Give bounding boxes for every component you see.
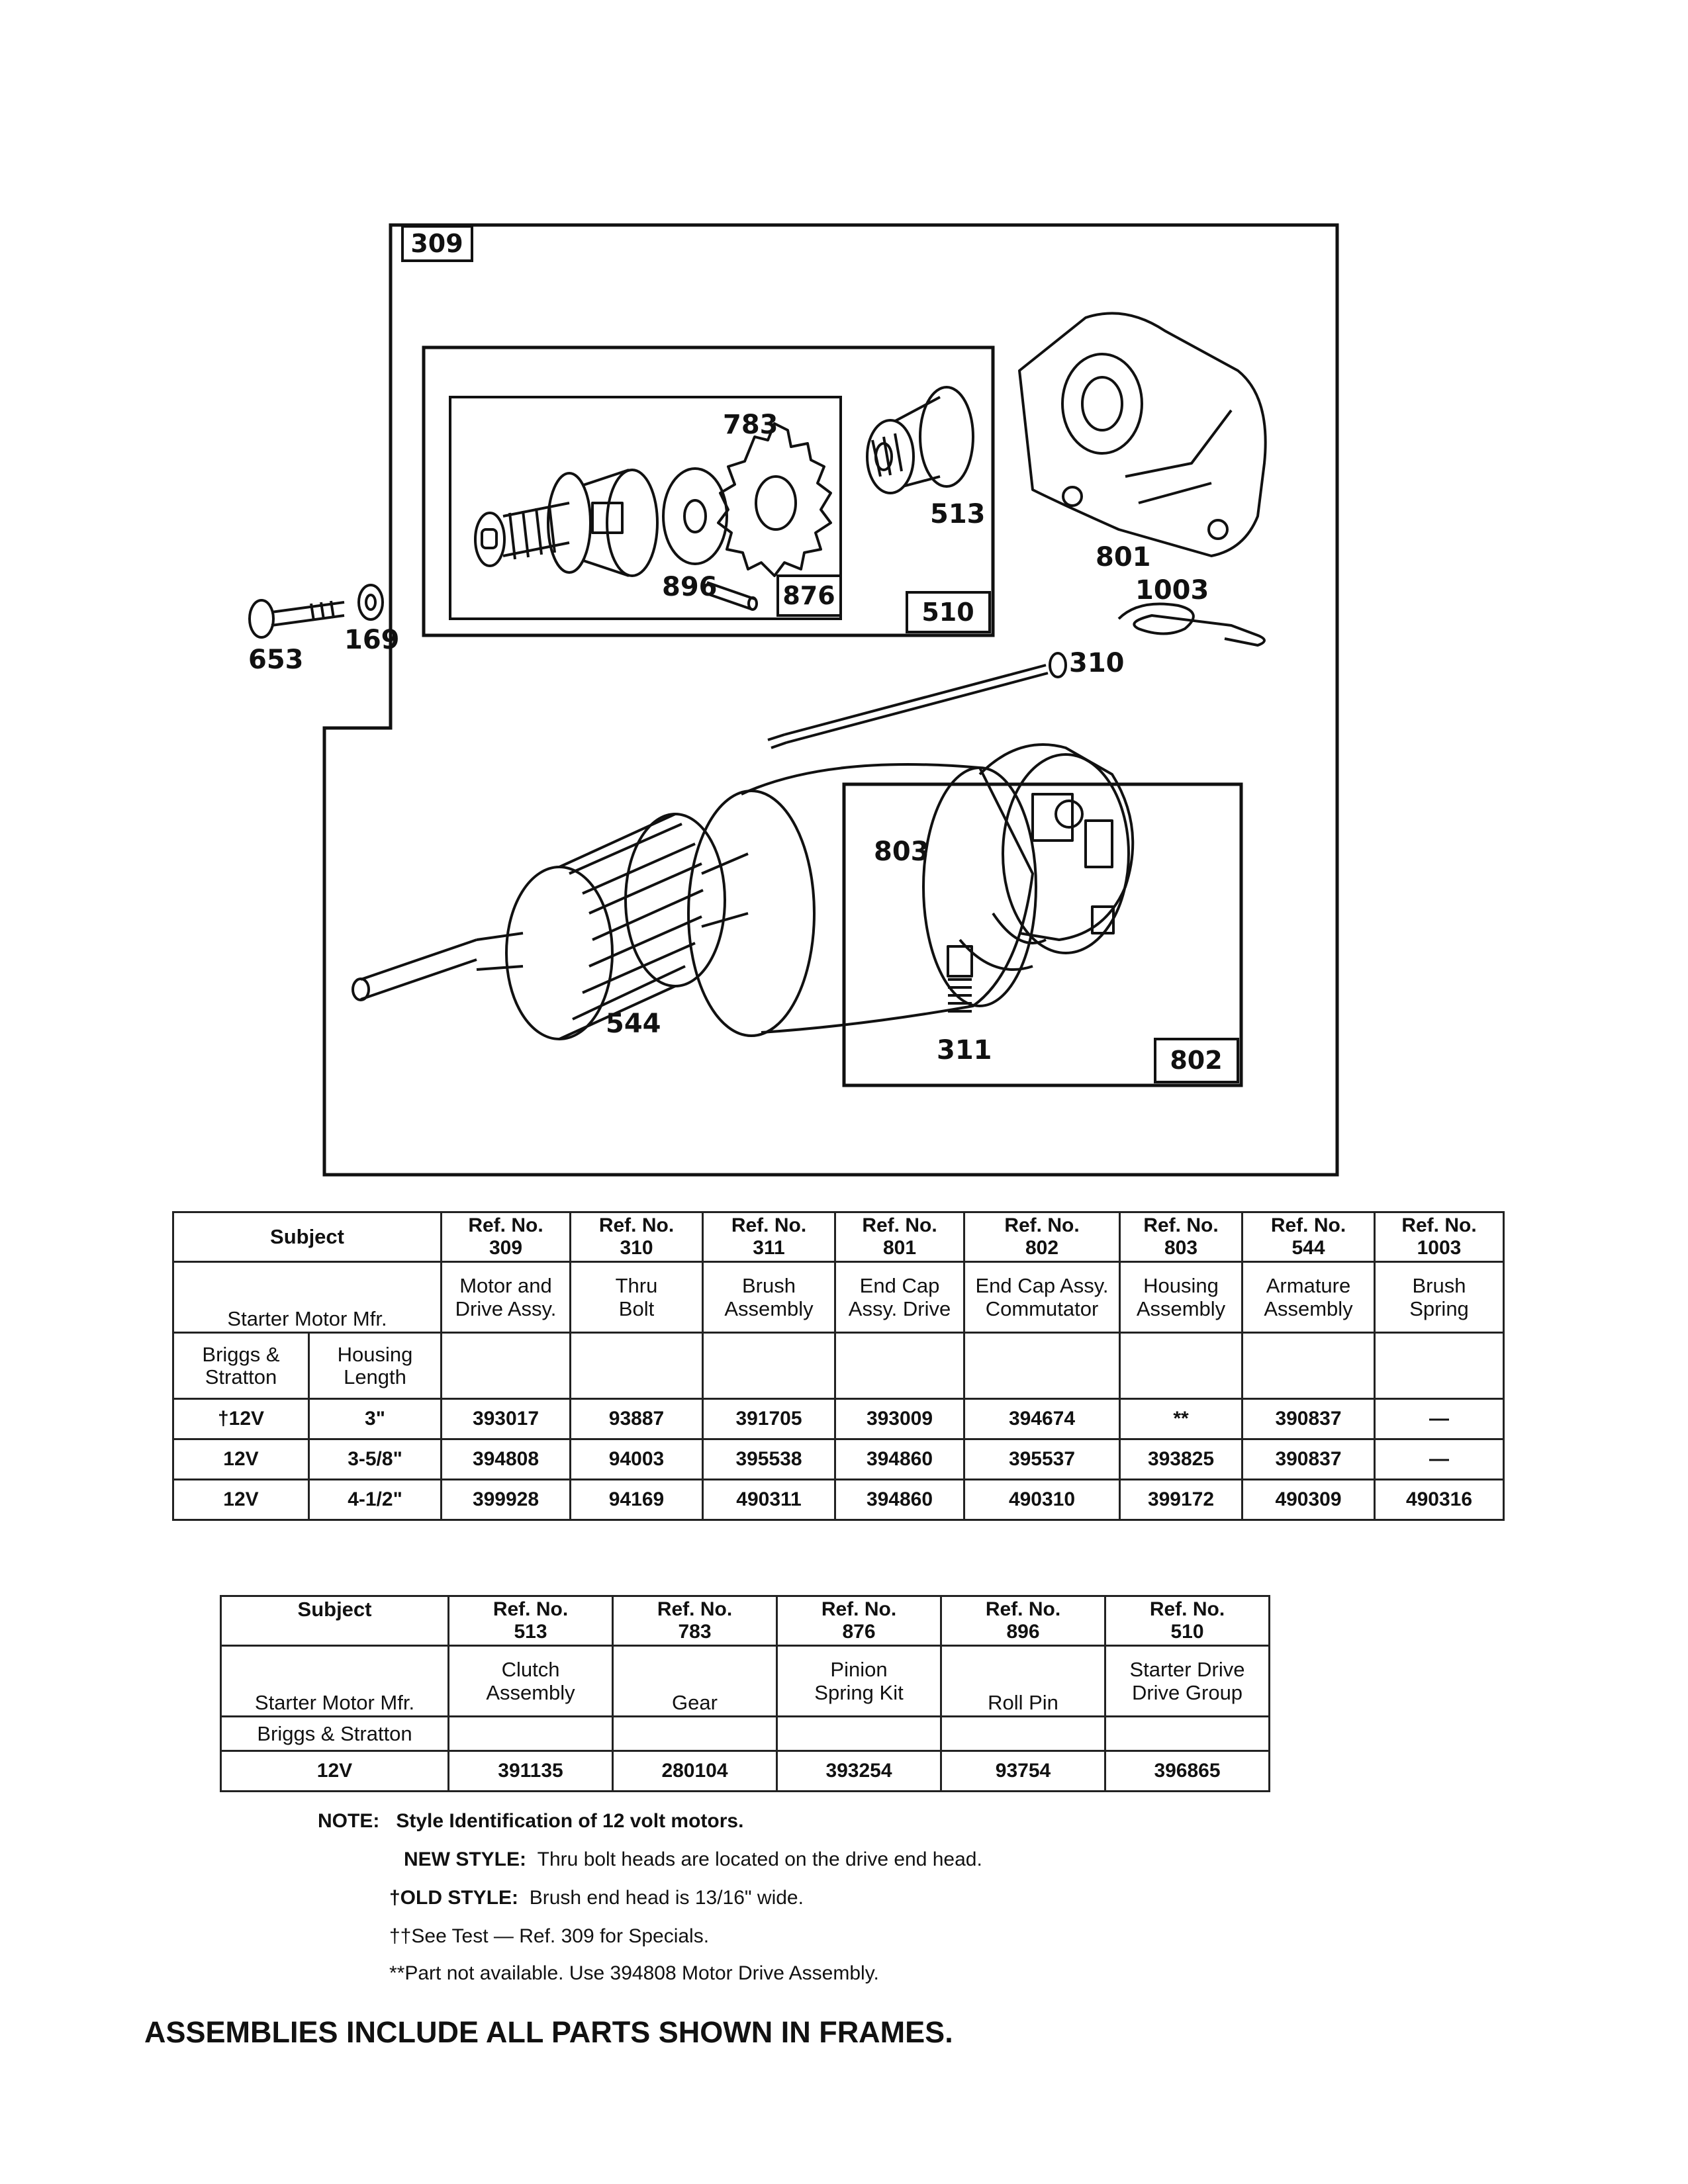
- frame-802-outline: [842, 782, 1243, 1087]
- armature-544-part: [352, 813, 749, 1040]
- callout-1003: 1003: [1135, 575, 1209, 606]
- thru-bolt-310-part: [767, 652, 1067, 749]
- table-row: 12V 3-5/8" 394808 94003 395538 394860 39…: [172, 1438, 1505, 1480]
- briggs-stratton-label-2: Briggs & Stratton: [220, 1715, 449, 1752]
- frame-label-510: 510: [906, 591, 991, 633]
- desc-309: Motor and Drive Assy.: [440, 1261, 571, 1334]
- ref-header-801: Ref. No.801: [834, 1211, 965, 1263]
- svg-text:510: 510: [921, 598, 974, 627]
- ref-header-513: Ref. No.513: [447, 1595, 614, 1647]
- desc-802: End Cap Assy. Commutator: [963, 1261, 1121, 1334]
- svg-text:802: 802: [1170, 1046, 1222, 1075]
- callout-783: 783: [723, 410, 778, 440]
- end-cap-commutator-802-part: [959, 743, 1135, 971]
- brush-311-part: [947, 945, 973, 1013]
- table-row: 12V 391135 280104 393254 93754 396865: [220, 1750, 1270, 1792]
- callout-653: 653: [248, 645, 304, 675]
- subject-header: Subject: [172, 1211, 442, 1263]
- ref-header-803: Ref. No.803: [1119, 1211, 1243, 1263]
- callout-311: 311: [937, 1035, 992, 1066]
- ref-header-896: Ref. No.896: [940, 1595, 1106, 1647]
- frame-label-309: 309: [401, 225, 473, 262]
- ref-header-309: Ref. No.309: [440, 1211, 571, 1263]
- table-row: †12V 3" 393017 93887 391705 393009 39467…: [172, 1398, 1505, 1440]
- ref-header-510: Ref. No.510: [1104, 1595, 1270, 1647]
- assemblies-footer: ASSEMBLIES INCLUDE ALL PARTS SHOWN IN FR…: [144, 2015, 953, 2049]
- ref-header-783: Ref. No.783: [612, 1595, 778, 1647]
- note-style-identification: NOTE: Style Identification of 12 volt mo…: [318, 1810, 744, 1832]
- frame-510-outline: [422, 345, 995, 637]
- clutch-drum-part: [474, 469, 659, 577]
- svg-text:309: 309: [410, 229, 463, 258]
- frame-309-outline: [322, 223, 1339, 1177]
- roll-pin-part: [702, 581, 758, 611]
- bolt-653-part: [248, 599, 345, 639]
- desc-311: Brush Assembly: [702, 1261, 836, 1334]
- callout-803: 803: [874, 837, 929, 867]
- briggs-stratton-label: Briggs & Stratton: [172, 1332, 310, 1400]
- note-old-style: †OLD STYLE: Brush end head is 13/16" wid…: [389, 1887, 804, 1909]
- lock-washer-169-part: [357, 584, 384, 621]
- parts-table-main: Subject Ref. No.309 Ref. No.310 Ref. No.…: [172, 1211, 1505, 1521]
- frame-label-876: 876: [776, 574, 842, 617]
- parts-table-drive: Subject Ref. No.513 Ref. No.783 Ref. No.…: [220, 1595, 1270, 1792]
- note-not-available: **Part not available. Use 394808 Motor D…: [389, 1962, 879, 1984]
- desc-896: Roll Pin: [940, 1645, 1106, 1717]
- starter-mfr-label-2: Starter Motor Mfr.: [220, 1645, 449, 1717]
- brush-spring-1003-part: [1117, 602, 1266, 647]
- callout-544: 544: [606, 1009, 661, 1039]
- desc-310: Thru Bolt: [569, 1261, 704, 1334]
- ref-header-802: Ref. No.802: [963, 1211, 1121, 1263]
- desc-803: Housing Assembly: [1119, 1261, 1243, 1334]
- desc-876: Pinion Spring Kit: [776, 1645, 942, 1717]
- callout-310: 310: [1069, 648, 1125, 678]
- callout-896: 896: [662, 572, 718, 602]
- callout-801: 801: [1096, 542, 1151, 572]
- ref-header-876: Ref. No.876: [776, 1595, 942, 1647]
- callout-169: 169: [344, 625, 400, 655]
- desc-513: Clutch Assembly: [447, 1645, 614, 1717]
- ref-header-1003: Ref. No.1003: [1374, 1211, 1505, 1263]
- subject-header-2: Subject: [220, 1595, 449, 1647]
- washer-part: [662, 467, 728, 565]
- gear-783-part: [717, 422, 832, 577]
- ref-header-311: Ref. No.311: [702, 1211, 836, 1263]
- table-row: 12V 4-1/2" 399928 94169 490311 394860 49…: [172, 1479, 1505, 1521]
- housing-length-label: Housing Length: [308, 1332, 442, 1400]
- desc-1003: Brush Spring: [1374, 1261, 1505, 1334]
- desc-801: End Cap Assy. Drive: [834, 1261, 965, 1334]
- frame-label-802: 802: [1154, 1038, 1239, 1083]
- housing-803-part: [687, 763, 1037, 1037]
- callout-513: 513: [930, 499, 986, 529]
- note-new-style: NEW STYLE: Thru bolt heads are located o…: [404, 1848, 982, 1870]
- ref-header-544: Ref. No.544: [1241, 1211, 1376, 1263]
- ref-header-310: Ref. No.310: [569, 1211, 704, 1263]
- clutch-513-part: [866, 386, 974, 494]
- desc-510: Starter Drive Drive Group: [1104, 1645, 1270, 1717]
- svg-text:876: 876: [782, 581, 835, 610]
- desc-783: Gear: [612, 1645, 778, 1717]
- frame-876-outline: [449, 396, 842, 620]
- note-specials: ††See Test — Ref. 309 for Specials.: [389, 1925, 710, 1947]
- exploded-parts-diagram: 309 510 876 802: [248, 223, 1339, 1177]
- starter-mfr-label: Starter Motor Mfr.: [172, 1261, 442, 1334]
- desc-544: Armature Assembly: [1241, 1261, 1376, 1334]
- end-cap-drive-801-part: [1018, 312, 1267, 557]
